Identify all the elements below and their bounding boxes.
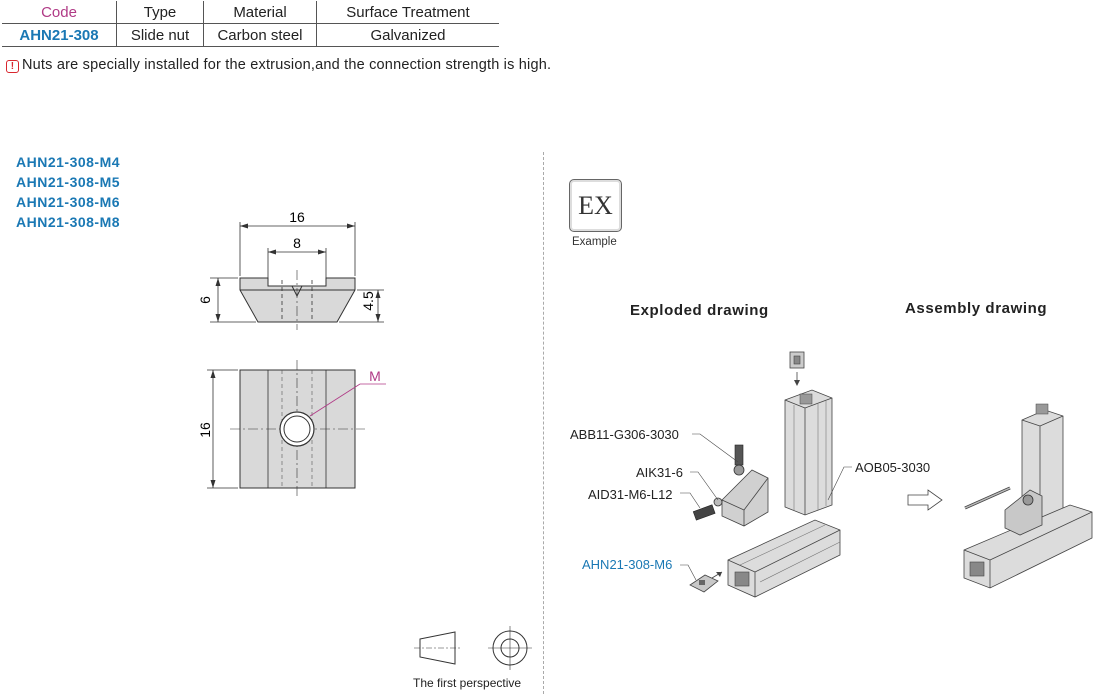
part-label-profile: AOB05-3030: [855, 460, 931, 475]
header-material: Material: [203, 1, 317, 24]
table-row: AHN21-308 Slide nut Carbon steel Galvani…: [2, 23, 499, 47]
perspective-label: The first perspective: [413, 676, 522, 690]
cell-surface: Galvanized: [316, 23, 499, 47]
spec-table: Code Type Material Surface Treatment AHN…: [2, 1, 499, 47]
model-item: AHN21-308-M5: [16, 174, 121, 190]
model-item: AHN21-308-M8: [16, 214, 121, 230]
dim-length-label: 16: [197, 422, 213, 438]
example-label: Example: [572, 236, 617, 248]
assembled-horizontal-profile: [963, 504, 1093, 589]
dim-height-label: 6: [197, 296, 213, 304]
dim-lower-label: 4.5: [360, 291, 376, 311]
exploded-illustration: [680, 351, 1093, 598]
header-code: Code: [2, 1, 117, 24]
nut-front-view: [239, 277, 356, 323]
nut-technical-drawing: 16 8 6 4.5 M 16: [197, 209, 386, 498]
note: !Nuts are specially installed for the ex…: [6, 57, 551, 73]
model-item: AHN21-308-M4: [16, 154, 121, 170]
bracket: [721, 469, 769, 527]
part-label-aik: AIK31-6: [636, 465, 683, 480]
vertical-profile: [784, 389, 833, 516]
thread-label: M: [369, 368, 381, 384]
exploded-title: Exploded drawing: [630, 302, 769, 319]
table-header-row: Code Type Material Surface Treatment: [2, 1, 499, 24]
part-label-bracket: ABB11-G306-3030: [570, 427, 679, 442]
assembly-arrow-icon: [907, 489, 943, 511]
dim-top-label: 8: [293, 235, 301, 251]
header-type: Type: [116, 1, 204, 24]
cell-code: AHN21-308: [2, 23, 117, 47]
note-text: Nuts are specially installed for the ext…: [22, 57, 552, 73]
cell-material: Carbon steel: [203, 23, 317, 47]
exclamation-icon: !: [6, 60, 19, 73]
section-divider: [543, 152, 544, 694]
dim-width-label: 16: [289, 209, 305, 225]
thread-hole: [279, 411, 315, 447]
model-list: AHN21-308-M4 AHN21-308-M5 AHN21-308-M6 A…: [16, 152, 120, 232]
cell-type: Slide nut: [116, 23, 204, 47]
assembly-title: Assembly drawing: [905, 300, 1048, 317]
example-badge: EX: [569, 179, 622, 232]
part-label-nut: AHN21-308-M6: [582, 557, 673, 572]
header-surface: Surface Treatment: [316, 1, 499, 24]
model-item: AHN21-308-M6: [16, 194, 121, 210]
horizontal-profile: [727, 519, 841, 598]
part-label-aid: AID31-M6-L12: [588, 487, 673, 502]
first-angle-projection-icon: [414, 626, 532, 670]
